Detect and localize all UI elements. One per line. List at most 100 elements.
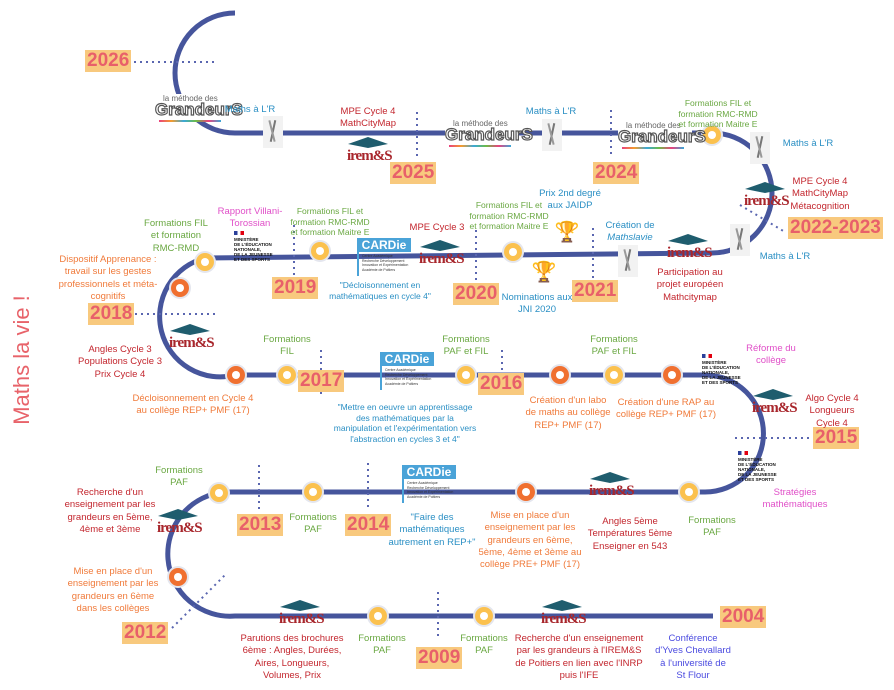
compass-icon [730,224,750,256]
compass-icon [750,132,770,164]
event-decloisonnement-c4: "Décloisonnement en mathématiques en cyc… [329,280,431,301]
event-formations: Formations FIL [263,334,311,358]
node-action [171,279,189,297]
event-algo: Algo Cycle 4 Longueurs Cycle 4 [805,393,859,429]
event-formations: Formations FIL et formation RMC-RMD et f… [469,200,549,232]
event-europe: Participation au projet européen Mathcit… [656,267,724,303]
irem-logo: irem&S [279,600,325,636]
event-formations: Formations FIL et formation RMC-RMD et f… [678,98,758,130]
trophy-icon: 🏆 [554,221,580,244]
node-action [517,483,535,501]
year-2004: 2004 [720,606,767,628]
event-cycle3: Angles Cycle 3 Populations Cycle 3 Prix … [78,344,162,380]
node-formation [311,242,329,260]
event-recherche-543: Recherche d'un enseignement par les gran… [64,487,156,536]
event-mpe-cycle4-meta: MPE Cycle 4 MathCityMap Métacognition [790,176,850,212]
event-decloisonnement-rep: Décloisonnement en Cycle 4 au collège RE… [132,393,254,417]
event-brochures: Parutions des brochures 6ème : Angles, D… [240,633,344,682]
event-chevallard: Conférence d'Yves Chevallard à l'univers… [655,633,731,682]
ministere-logo: MINISTÈRE DE L'ÉDUCATION NATIONALE, DE L… [702,354,746,392]
event-autrement: "Faire des mathématiques autrement en RE… [388,512,476,548]
year-2012: 2012 [122,622,169,644]
event-manipulation: "Mettre en oeuvre un apprentissage des m… [333,402,477,444]
year-2015: 2015 [813,427,860,449]
node-action [169,568,187,586]
event-formations: Formations PAF [289,512,337,536]
event-maths-lr: Maths à L'R [759,251,811,262]
node-formation [304,483,322,501]
event-maths-lr: Maths à L'R [782,138,834,149]
year-2009: 2009 [416,647,463,669]
node-formation [680,483,698,501]
event-formations: Formations PAF et FIL [590,334,638,358]
node-action [227,366,245,384]
event-formations: Formations FIL et formation RMC-RMD et f… [290,206,370,238]
node-formation [369,607,387,625]
event-maths-lr: Maths à L'R [224,104,276,115]
ministere-logo: MINISTÈRE DE L'ÉDUCATION NATIONALE, DE L… [738,451,782,489]
event-angles5: Angles 5ème Températures 5ème Enseigner … [587,516,673,552]
event-mpe-cycle3: MPE Cycle 3 [409,222,465,233]
year-2022-2023: 2022-2023 [788,217,883,239]
event-formations: Formations PAF [688,515,736,539]
event-prix-jaidp: Prix 2nd degré aux JAIDP [539,188,601,212]
year-2020: 2020 [453,283,500,305]
event-formations: Formations PAF [155,465,203,489]
year-2026: 2026 [85,50,132,72]
irem-logo: irem&S [169,324,215,360]
irem-logo: irem&S [541,600,587,636]
compass-icon [263,116,283,148]
year-2021: 2021 [572,280,619,302]
event-mpe-cycle4: MPE Cycle 4 MathCityMap [340,106,396,130]
ministere-logo: MINISTÈRE DE L'ÉDUCATION NATIONALE, DE L… [234,231,278,269]
irem-logo: irem&S [667,234,713,270]
event-formations: Formations FIL et formation RMC-RMD [144,218,208,254]
event-rap: Création d'une RAP au collège REP+ PMF (… [615,397,717,421]
node-formation [504,243,522,261]
track-path [157,10,775,619]
event-mise-pre: Mise en place d'un enseignement par les … [478,510,582,571]
event-reforme: Réforme du collège [746,343,796,367]
node-formation [278,366,296,384]
node-action [551,366,569,384]
irem-logo: irem&S [744,182,790,218]
event-formations: Formations PAF [460,633,508,657]
node-formation [457,366,475,384]
irem-logo: irem&S [752,389,798,425]
vertical-title: Maths la vie ! [9,295,34,425]
node-formation [196,253,214,271]
event-nominations-jni: Nominations aux JNI 2020 [501,292,573,316]
year-2024: 2024 [593,162,640,184]
event-formations: Formations PAF et FIL [442,334,490,358]
node-formation [210,484,228,502]
year-2019: 2019 [272,277,319,299]
event-recherche-irem: Recherche d'un enseignement par les gran… [514,633,644,682]
year-2016: 2016 [478,373,525,395]
event-villani: Rapport Villani- Torossian [217,206,283,230]
event-formations: Formations PAF [358,633,406,657]
year-2014: 2014 [345,514,392,536]
event-mise-6: Mise en place d'un enseignement par les … [67,566,159,615]
event-maths-lr: Maths à L'R [525,106,577,117]
compass-icon [542,119,562,151]
event-labo: Création d'un labo de maths au collège R… [525,395,611,431]
node-formation [475,607,493,625]
trophy-icon: 🏆 [531,261,557,284]
compass-icon [618,245,638,277]
irem-logo: irem&S [347,137,393,173]
irem-logo: irem&S [419,240,465,276]
event-apprenance: Dispositif Apprenance : travail sur les … [58,254,158,303]
node-action [663,366,681,384]
year-2018: 2018 [88,303,135,325]
year-2017: 2017 [298,370,345,392]
year-2025: 2025 [390,162,437,184]
event-strategies: Stratégies mathématiques [762,487,828,511]
node-formation [605,366,623,384]
node-formation [703,126,721,144]
